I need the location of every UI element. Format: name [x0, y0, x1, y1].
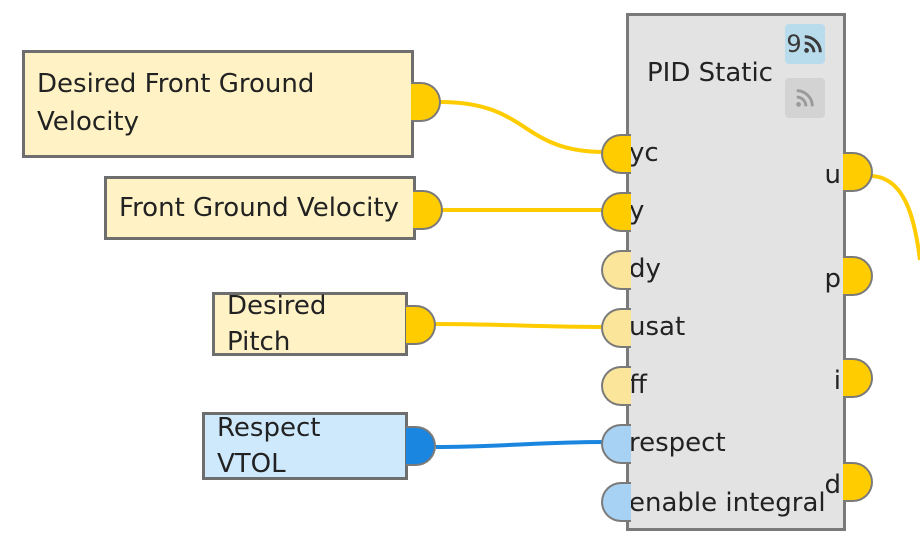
node-label: Desired Pitch [227, 290, 327, 357]
input-port-ff[interactable] [601, 366, 631, 406]
input-port-enable-integral[interactable] [601, 482, 631, 522]
node-respect-vtol[interactable]: Respect VTOL [202, 412, 408, 480]
feed-toggle-button[interactable] [785, 78, 825, 118]
input-label-enable-integral: enable integral [629, 488, 826, 518]
subscriber-count-badge[interactable]: 9 [785, 24, 825, 64]
node-front-ground-velocity[interactable]: Front Ground Velocity [104, 176, 416, 240]
input-port-y[interactable] [601, 192, 631, 232]
input-label-ff: ff [629, 370, 647, 400]
input-label-yc: yc [629, 138, 659, 168]
input-port-dy[interactable] [601, 250, 631, 290]
input-port-respect[interactable] [601, 424, 631, 464]
output-port-p[interactable] [843, 256, 873, 296]
node-label-line2: Velocity [37, 107, 139, 137]
output-label-p: p [824, 264, 841, 294]
input-label-respect: respect [629, 428, 726, 458]
output-port-d[interactable] [843, 462, 873, 502]
node-desired-front-ground-velocity[interactable]: Desired Front Ground Velocity [22, 50, 414, 158]
output-port-desired-pitch[interactable] [406, 305, 436, 345]
feed-icon [796, 89, 814, 107]
output-port-front-ground-velocity[interactable] [413, 190, 443, 230]
wire-u-output[interactable] [869, 174, 920, 261]
feed-icon [803, 35, 822, 53]
node-label-line1: Desired Front Ground [37, 69, 315, 100]
output-label-u: u [824, 160, 841, 190]
output-port-u[interactable] [843, 152, 873, 192]
output-label-i: i [833, 366, 841, 396]
input-port-usat[interactable] [601, 308, 631, 348]
output-port-desired-front-ground-velocity[interactable] [411, 82, 441, 122]
input-label-y: y [629, 196, 645, 226]
output-port-respect-vtol[interactable] [406, 426, 436, 466]
count-value: 9 [786, 30, 802, 58]
node-label: Respect VTOL [217, 412, 321, 479]
node-label: Front Ground Velocity [119, 192, 399, 223]
output-port-i[interactable] [843, 358, 873, 398]
wire-desired-pitch-to-usat[interactable] [433, 322, 605, 329]
wire-desired-front-ground-velocity-to-yc[interactable] [439, 100, 605, 154]
input-label-usat: usat [629, 312, 686, 342]
input-port-yc[interactable] [601, 134, 631, 174]
node-desired-pitch[interactable]: Desired Pitch [212, 291, 408, 357]
wire-respect-vtol-to-respect[interactable] [435, 440, 605, 449]
pid-static-block[interactable]: PID Static 9 yc y dy usat ff respect ena… [626, 13, 846, 531]
block-title: PID Static [647, 58, 773, 88]
input-label-dy: dy [629, 254, 661, 284]
output-label-d: d [824, 470, 841, 500]
